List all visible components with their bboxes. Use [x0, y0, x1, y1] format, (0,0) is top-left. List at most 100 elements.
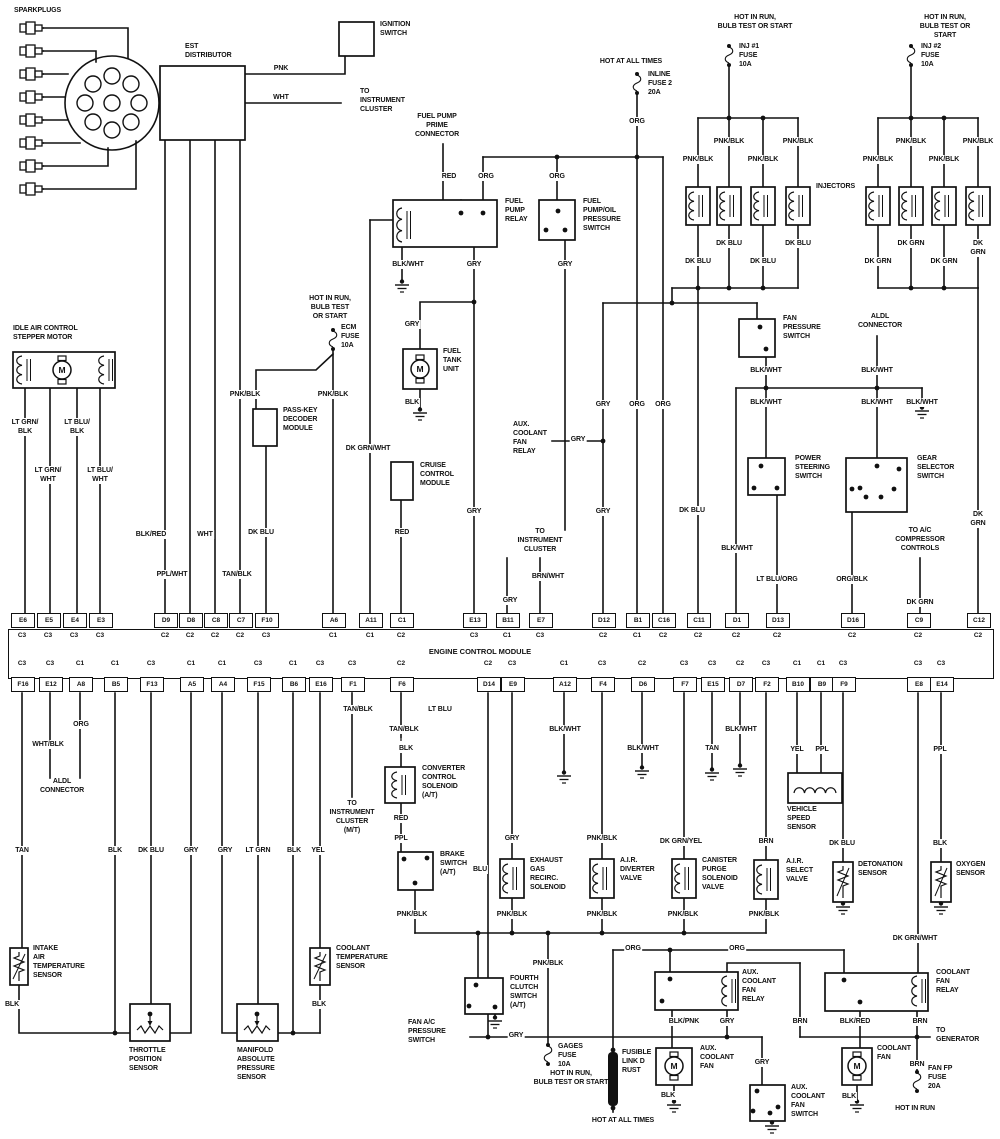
wire: [43, 50, 97, 63]
cap-terminal: [103, 94, 121, 112]
component-label: INJ #2 FUSE 10A: [921, 43, 942, 68]
wire-label: LT BLU/ WHT: [86, 466, 114, 484]
component-label: ECM FUSE 10A: [341, 324, 360, 349]
sparkplug-icon: [34, 47, 43, 55]
wire-label: TAN: [704, 744, 720, 753]
ground-icon: [561, 770, 567, 775]
ecm-connector-label: C3: [469, 632, 479, 639]
wire-label: BLK: [931, 839, 949, 848]
junction-dot: [659, 998, 665, 1004]
ecm-pin-C11: C11: [687, 613, 711, 628]
ground-icon: [399, 279, 405, 284]
ecm-connector-label: C2: [973, 632, 983, 639]
ecm-pin-E6: E6: [11, 613, 35, 628]
wire-label: BLK: [3, 1000, 21, 1009]
ecm-pin-C16: C16: [652, 613, 676, 628]
ecm-pin-D13: D13: [766, 613, 790, 628]
component-label: TO INSTRUMENT CLUSTER: [517, 528, 563, 553]
junction-dot: [908, 115, 914, 121]
junction-dot: [610, 1105, 616, 1111]
component-label: FAN FP FUSE 20A: [928, 1065, 953, 1090]
component-label: TO GENERATOR: [936, 1027, 980, 1043]
wire-label: GRY: [507, 1031, 525, 1040]
component-label: MANIFOLD ABSOLUTE PRESSURE SENSOR: [237, 1047, 275, 1081]
junction-dot: [726, 285, 732, 291]
ecm-connector-label: C3: [253, 660, 263, 667]
ecm-connector-label: C3: [761, 660, 771, 667]
component-box: [538, 199, 576, 241]
ecm-pin-D7: D7: [729, 677, 753, 692]
wire-label: WHT/BLK: [31, 740, 65, 749]
component-label: FAN A/C PRESSURE SWITCH: [408, 1019, 446, 1044]
wire-label: GRY: [501, 596, 519, 605]
ecm-pin-F16: F16: [11, 677, 35, 692]
sparkplug-icon: [19, 161, 27, 171]
junction-dot: [874, 385, 880, 391]
svg-text:M: M: [853, 1061, 860, 1071]
junction-dot: [941, 285, 947, 291]
component-label: FUEL PUMP RELAY: [505, 198, 528, 223]
component-box: [965, 186, 991, 226]
coil-icon: [502, 863, 509, 894]
wire-label: BRN: [757, 837, 775, 846]
component-label: FAN PRESSURE SWITCH: [783, 315, 821, 340]
component-label: TO A/C COMPRESSOR CONTROLS: [895, 527, 945, 552]
ecm-connector-label: C2: [731, 632, 741, 639]
ecm-connector-label: C2: [185, 632, 195, 639]
junction-dot: [466, 1003, 472, 1009]
wire-label: DK GRN: [896, 239, 926, 248]
junction-dot: [774, 485, 780, 491]
wire-label: DK GRN: [967, 239, 989, 257]
component-label: COOLANT FAN RELAY: [936, 969, 970, 994]
wire-label: DK BLU: [749, 257, 777, 266]
cap-terminal: [103, 67, 121, 85]
ecm-pin-B6: B6: [282, 677, 306, 692]
wire-label: GRY: [503, 834, 521, 843]
sparkplug-icon: [34, 139, 43, 147]
junction-dot: [760, 285, 766, 291]
wire-label: LT GRN/ WHT: [33, 466, 63, 484]
component-label: EST DISTRIBUTOR: [185, 43, 232, 59]
component-label: HOT IN RUN: [895, 1105, 935, 1112]
motor-icon: [847, 1056, 867, 1076]
component-label: GEAR SELECTOR SWITCH: [917, 455, 955, 480]
wire-label: YEL: [789, 745, 805, 754]
ecm-connector-label: C3: [913, 660, 923, 667]
junction-dot: [545, 930, 551, 936]
wire-label: BLK/WHT: [860, 366, 894, 375]
ecm-connector-label: C1: [632, 632, 642, 639]
component-label: ALDL CONNECTOR: [857, 313, 903, 329]
wire-label: PNK/BLK: [781, 137, 815, 146]
wire-label: TAN/BLK: [388, 725, 420, 734]
distributor-cap-circle: [64, 55, 160, 151]
coil-icon: [968, 191, 975, 221]
motor-icon: [410, 359, 430, 379]
ecm-pin-F4: F4: [591, 677, 615, 692]
wire-label: DK GRN/YEL: [658, 837, 704, 846]
cap-terminal: [122, 113, 140, 131]
wire-label: ORG: [477, 172, 495, 181]
sparkplug-icon: [19, 184, 27, 194]
ecm-connector-label: C2: [396, 660, 406, 667]
junction-dot: [751, 485, 757, 491]
ecm-connector-label: C3: [838, 660, 848, 667]
resistor-arrow: [313, 953, 327, 980]
wire-label: BLK: [659, 1091, 677, 1100]
wire-label: PNK/BLK: [927, 155, 961, 164]
sparkplug-icon: [25, 159, 36, 173]
component-box: [159, 65, 246, 141]
wire-label: DK BLU: [247, 528, 275, 537]
wire-label: PNK/BLK: [316, 390, 350, 399]
wire-label: BLK: [310, 1000, 328, 1009]
junction-dot: [878, 494, 884, 500]
wire-label: GRY: [465, 507, 483, 516]
coil-icon: [396, 207, 403, 243]
wire-label: ORG: [628, 117, 646, 126]
ground-icon: [840, 901, 846, 906]
wire-label: ORG: [628, 400, 646, 409]
wire-label: BRN: [908, 1060, 926, 1069]
component-label: TO INSTRUMENT CLUSTER: [360, 88, 405, 113]
sparkplug-icon: [34, 185, 43, 193]
ecm-connector-label: C2: [160, 632, 170, 639]
